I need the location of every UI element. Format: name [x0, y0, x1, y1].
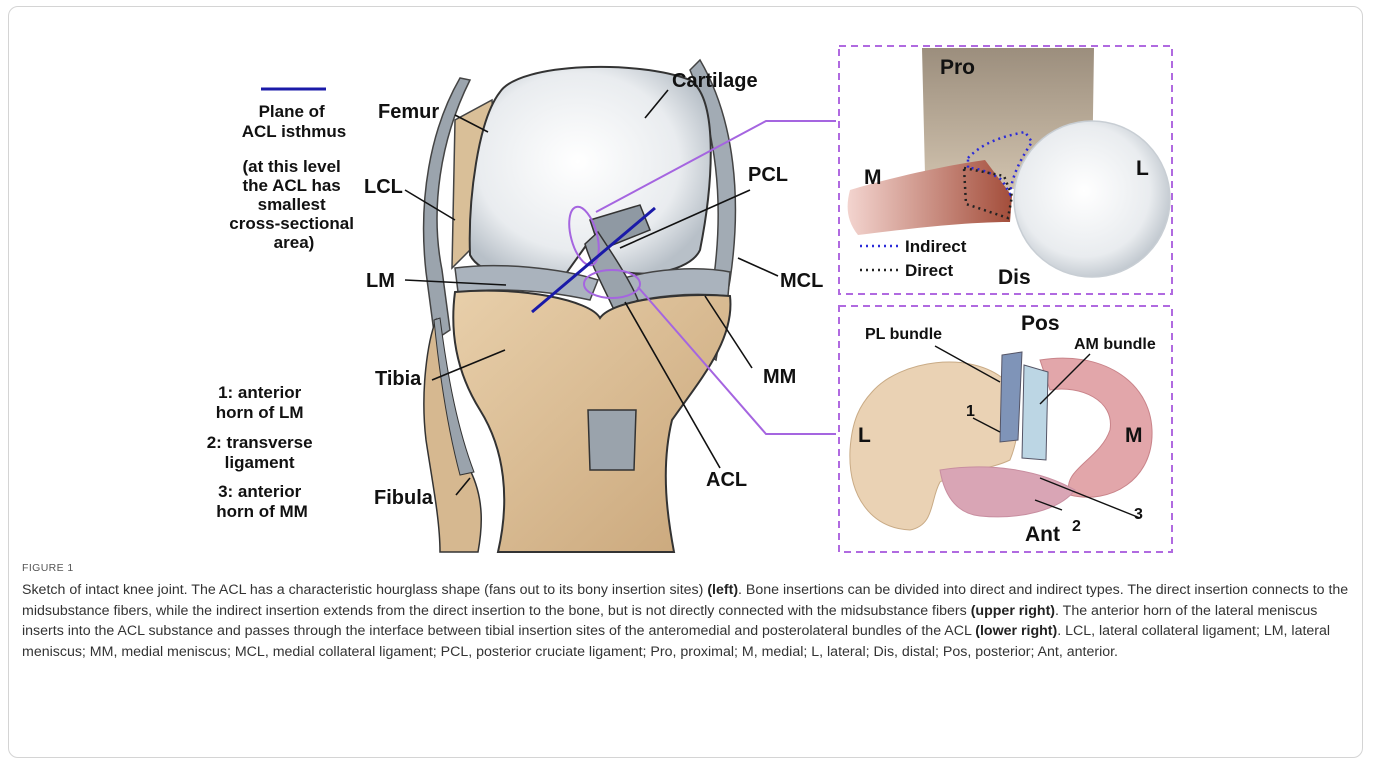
label-n2: 2 [1072, 518, 1081, 535]
label-lm: LM [366, 270, 395, 292]
label-lcl: LCL [364, 176, 403, 198]
label-fibula: Fibula [374, 487, 434, 509]
label-ant: Ant [1025, 523, 1060, 546]
label-m-lower: M [1125, 424, 1143, 447]
isthmus-legend-note: (at this level the ACL has smallest cros… [229, 157, 358, 252]
label-m-upper: M [864, 166, 882, 189]
caption-segment: Sketch of intact knee joint. The ACL has… [22, 582, 707, 598]
label-n3: 3 [1134, 506, 1143, 523]
caption-segment-bold: (upper right) [971, 603, 1055, 619]
figure-caption: FIGURE 1 Sketch of intact knee joint. Th… [22, 562, 1352, 662]
label-femur: Femur [378, 101, 439, 123]
caption-text: Sketch of intact knee joint. The ACL has… [22, 580, 1352, 662]
label-l-upper: L [1136, 157, 1149, 180]
label-pos: Pos [1021, 312, 1060, 335]
knee-illustration [424, 60, 736, 552]
label-dis: Dis [998, 266, 1031, 289]
numbered-key: 1: anterior horn of LM 2: transverse lig… [207, 383, 318, 521]
label-mm: MM [763, 366, 796, 388]
label-tibia: Tibia [375, 368, 422, 390]
label-mcl: MCL [780, 270, 823, 292]
label-pl-bundle: PL bundle [865, 326, 942, 343]
label-pcl: PCL [748, 164, 788, 186]
direct-legend-label: Direct [905, 261, 954, 280]
label-acl: ACL [706, 469, 747, 491]
lower-right-panel: Pos PL bundle AM bundle L M Ant 1 2 3 [839, 306, 1172, 552]
label-cartilage: Cartilage [672, 70, 758, 92]
pl-bundle-shape [1000, 352, 1022, 442]
caption-segment-bold: (lower right) [975, 623, 1057, 639]
isthmus-legend-title: Plane of ACL isthmus [242, 102, 347, 141]
anterior-horn [940, 467, 1075, 517]
femoral-condyle [1014, 121, 1170, 277]
label-pro: Pro [940, 56, 975, 79]
caption-segment-bold: (left) [707, 582, 738, 598]
label-n1: 1 [966, 403, 975, 420]
upper-right-panel: Pro M L Dis Indirect Direct [839, 46, 1172, 294]
label-l-lower: L [858, 424, 871, 447]
am-bundle-shape [1022, 365, 1048, 460]
figure-label: FIGURE 1 [22, 562, 1352, 574]
label-am-bundle: AM bundle [1074, 336, 1156, 353]
indirect-legend-label: Indirect [905, 237, 967, 256]
